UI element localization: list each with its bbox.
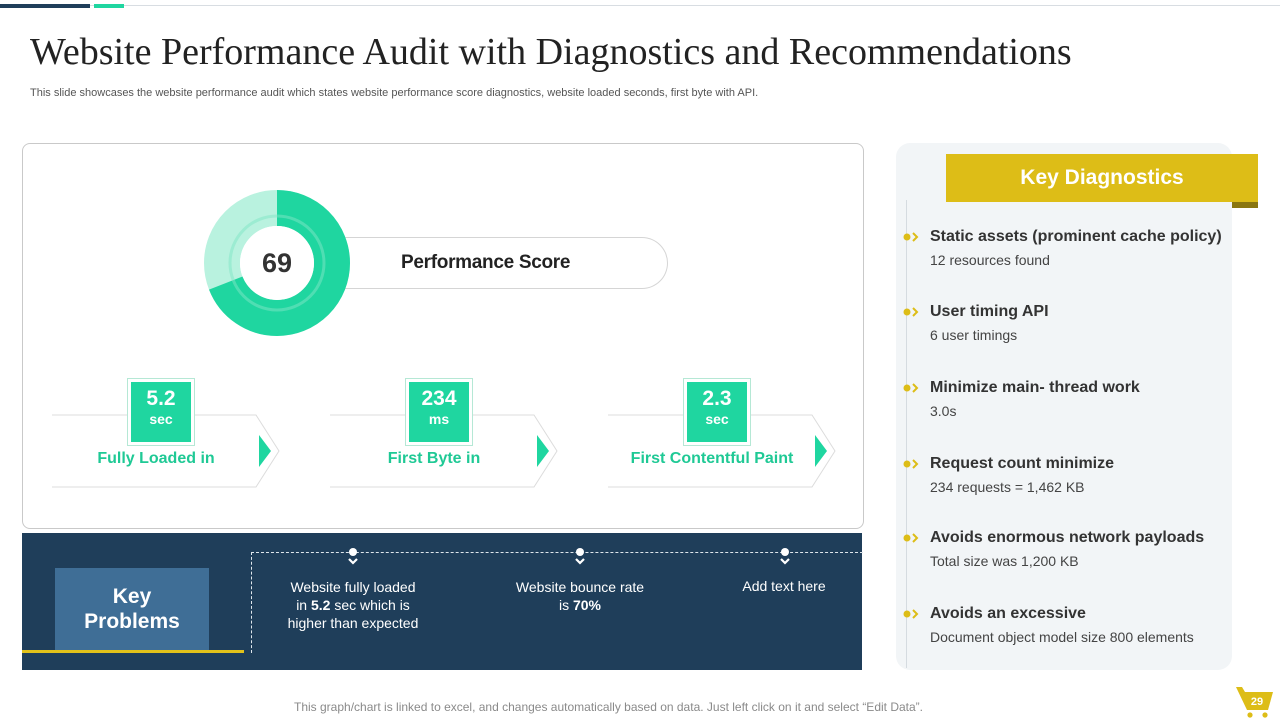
metric-box-first-byte: 234 ms: [406, 379, 472, 445]
diagnostic-title: Avoids enormous network payloads: [930, 529, 1205, 546]
shopping-cart-icon: [1236, 687, 1273, 718]
problem-highlight: 70%: [572, 597, 602, 613]
diagnostic-detail: 3.0s: [930, 403, 957, 419]
key-problems-band: Key Problems Website fully loaded in 5.2…: [22, 533, 863, 670]
problem-text-part: in: [296, 597, 311, 613]
chevron-down-icon: [780, 548, 790, 565]
metric-box-fully-loaded: 5.2 sec: [128, 379, 194, 445]
donut-inner-ring: [228, 214, 326, 312]
performance-card: 69 Performance Score 5.2 sec Fully Loade…: [22, 143, 864, 529]
performance-score-label: Performance Score: [401, 252, 571, 273]
page-title: Website Performance Audit with Diagnosti…: [30, 31, 1072, 73]
score-pill: [323, 237, 668, 289]
diagnostics-header-shadow: [1232, 202, 1258, 208]
metric-label-first-byte: First Byte in: [387, 450, 481, 467]
key-diagnostics-panel: [896, 143, 1232, 670]
metric-label-fully-loaded: Fully Loaded in: [97, 450, 215, 467]
diagnostic-detail: 12 resources found: [930, 252, 1050, 268]
problem-line: higher than expected: [287, 615, 419, 631]
diagnostic-title: Request count minimize: [930, 455, 1115, 472]
diagnostic-title: User timing API: [930, 303, 1049, 320]
key-diagnostics-heading: Key Diagnostics: [946, 154, 1258, 202]
key-problems-underline: [22, 650, 244, 653]
key-problems-heading-line2: Problems: [84, 610, 180, 633]
metric-value: 2.3: [702, 387, 732, 410]
footer-note: This graph/chart is linked to excel, and…: [294, 700, 923, 714]
top-divider: [0, 5, 1280, 6]
problem-line: is 70%: [485, 596, 675, 614]
problem-item-add-text: Add text here: [689, 577, 879, 595]
bullet-chevron-icon: [903, 232, 919, 242]
bullet-chevron-icon: [903, 383, 919, 393]
problem-line: in 5.2 sec which is: [258, 596, 448, 614]
diagnostic-title: Minimize main- thread work: [930, 379, 1140, 396]
metric-value: 5.2: [146, 387, 176, 410]
problem-item-bounce-rate: Website bounce rate is 70%: [485, 578, 675, 614]
key-problems-heading: Key Problems: [55, 568, 209, 650]
key-problems-heading-line1: Key: [112, 585, 152, 608]
diagnostic-detail: 6 user timings: [930, 327, 1018, 343]
problem-text-part: sec which is: [330, 597, 410, 613]
problem-line: Add text here: [742, 578, 826, 594]
page-subtitle: This slide showcases the website perform…: [30, 87, 759, 99]
top-accent-bar-green: [94, 4, 124, 8]
performance-score-value: 69: [262, 248, 292, 278]
problem-text-part: is: [558, 597, 573, 613]
metric-box-first-contentful-paint: 2.3 sec: [684, 379, 750, 445]
donut-score-arc: [204, 190, 350, 336]
bullet-chevron-icon: [903, 307, 919, 317]
diagnostic-title: Static assets (prominent cache policy): [930, 228, 1222, 245]
problem-highlight: 5.2: [310, 597, 331, 613]
problem-line: Website bounce rate: [515, 579, 645, 595]
diagnostic-detail: Document object model size 800 elements: [930, 629, 1194, 645]
problems-dashed-connector: [251, 552, 863, 653]
donut-center: [240, 226, 314, 300]
bullet-chevron-icon: [903, 609, 919, 619]
bullet-chevron-icon: [903, 533, 919, 543]
metric-unit: ms: [428, 411, 450, 427]
top-accent-bar-dark: [0, 4, 90, 8]
problem-line: Website fully loaded: [290, 579, 416, 595]
diagnostic-title: Avoids an excessive: [930, 605, 1086, 622]
chevron-down-icon: [575, 548, 585, 565]
metric-value: 234: [421, 387, 457, 410]
page-number: 29: [1250, 696, 1264, 708]
metric-unit: sec: [705, 411, 729, 427]
diagnostic-detail: Total size was 1,200 KB: [930, 553, 1079, 569]
chevron-down-icon: [348, 548, 358, 565]
metric-label-first-contentful-paint: First Contentful Paint: [630, 450, 794, 467]
metric-unit: sec: [149, 411, 173, 427]
performance-score-donut: 69: [204, 190, 350, 336]
problem-item-fully-loaded: Website fully loaded in 5.2 sec which is…: [258, 578, 448, 632]
diagnostic-detail: 234 requests = 1,462 KB: [930, 479, 1085, 495]
bullet-chevron-icon: [903, 459, 919, 469]
diagnostics-timeline-line: [906, 200, 907, 668]
